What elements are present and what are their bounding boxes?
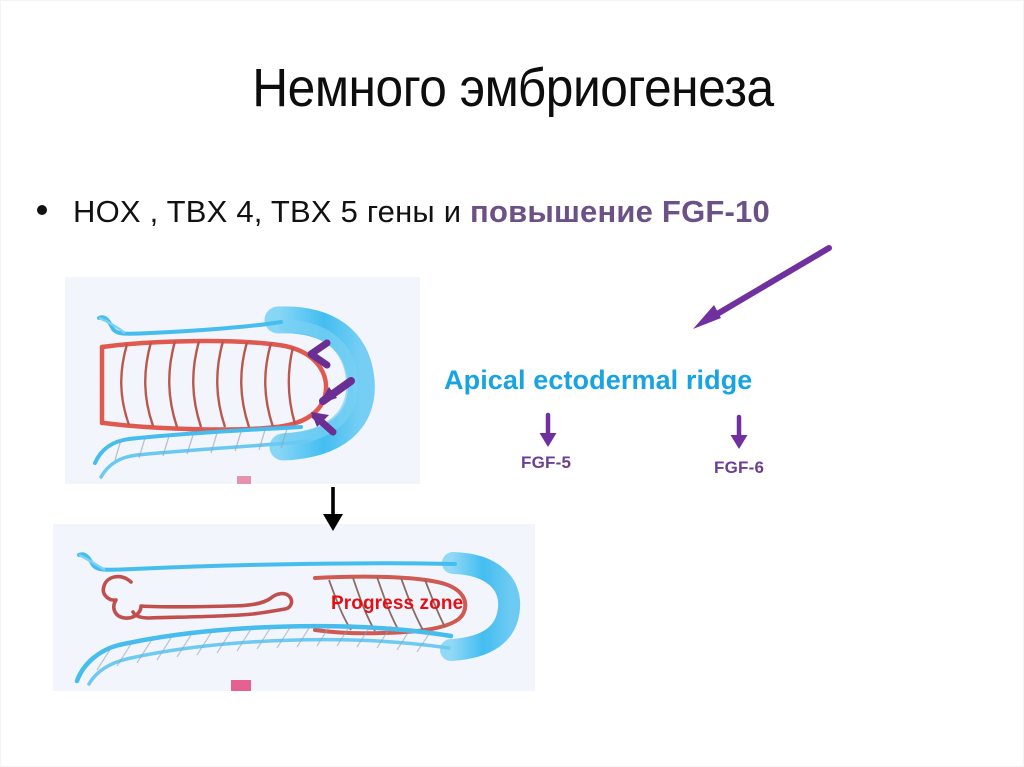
early-limb-bud-illustration xyxy=(93,306,375,484)
purple-down-arrow-fgf6-icon xyxy=(730,414,748,449)
up-left-arrow-icon xyxy=(311,412,337,436)
elongated-limb-bud-figure xyxy=(53,524,535,691)
apical-ectodermal-ridge-label: Apical ectodermal ridge xyxy=(444,365,753,395)
purple-diagonal-arrow-icon xyxy=(693,245,832,329)
down-left-arrow-icon xyxy=(319,377,355,405)
chevron-marker-icon xyxy=(307,339,331,369)
bullet-text-plain: HOX , TBX 4, TBX 5 гены и xyxy=(73,194,471,229)
purple-down-arrow-fgf5-icon xyxy=(539,412,557,447)
fgf5-label: FGF-5 xyxy=(521,453,572,472)
bullet-item-label: HOX , TBX 4, TBX 5 гены и повышение FGF-… xyxy=(73,194,770,230)
pink-speck xyxy=(231,680,251,691)
early-limb-bud-figure xyxy=(65,277,420,484)
bullet-list-item: HOX , TBX 4, TBX 5 гены и повышение FGF-… xyxy=(37,194,977,230)
bullet-text-emphasis: повышение FGF-10 xyxy=(470,194,770,229)
elongated-limb-bud-illustration xyxy=(74,552,521,691)
page-title: Немного эмбриогенеза xyxy=(252,58,774,118)
bullet-dot-icon xyxy=(37,205,47,215)
pink-speck xyxy=(237,476,251,484)
progress-zone-label: Progress zone xyxy=(331,593,464,614)
cartilage-outline xyxy=(101,574,294,620)
fgf6-label: FGF-6 xyxy=(714,458,765,477)
